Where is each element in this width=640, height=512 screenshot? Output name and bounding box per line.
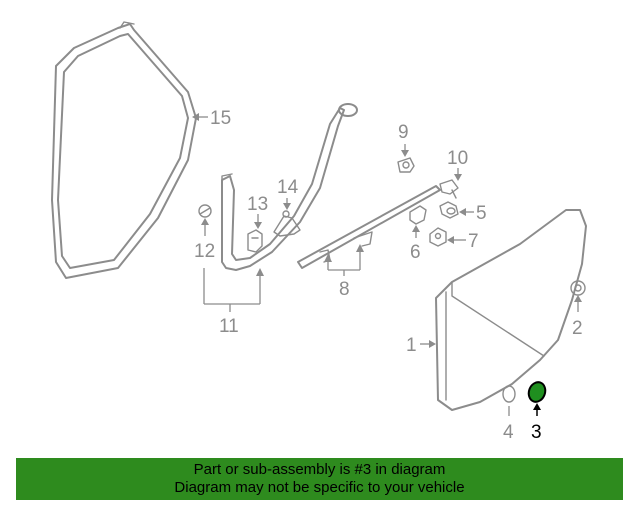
callout-13[interactable]: 13 [247,194,268,215]
clip-part-13 [247,229,263,253]
bolt-part-10 [439,179,459,199]
info-banner: Part or sub-assembly is #3 in diagram Di… [16,458,623,500]
clip-part-7 [429,227,447,247]
grommet-part-12 [198,204,212,218]
leader-8 [324,244,364,276]
leader-1 [420,340,436,348]
bracket-part-6 [409,205,427,225]
callout-7[interactable]: 7 [468,231,479,252]
leader-9 [401,144,409,157]
callout-9[interactable]: 9 [398,122,409,143]
callout-10[interactable]: 10 [447,148,468,169]
callout-15[interactable]: 15 [210,108,231,129]
leader-15 [192,113,208,121]
callout-4[interactable]: 4 [503,422,514,443]
leader-12 [201,218,209,236]
banner-line-1: Part or sub-assembly is #3 in diagram [193,461,446,478]
plug-part-4 [502,385,516,403]
callout-3[interactable]: 3 [531,422,542,443]
callout-11[interactable]: 11 [219,316,239,337]
callout-14[interactable]: 14 [277,177,299,198]
leader-3 [533,403,541,416]
callout-8[interactable]: 8 [339,279,350,300]
leader-2 [574,295,582,312]
callout-2[interactable]: 2 [572,318,583,339]
leader-11 [203,268,264,312]
leader-6 [412,225,420,238]
banner-line-2: Diagram may not be specific to your vehi… [174,479,465,496]
plug-part-3-highlighted[interactable] [526,380,548,404]
leader-5 [459,208,474,216]
callout-1[interactable]: 1 [406,335,417,356]
leader-14 [283,198,291,210]
leader-7 [447,236,466,244]
door-shell-part-1 [435,209,587,411]
callout-6[interactable]: 6 [410,242,421,263]
stop-part-5 [439,201,459,219]
clip-part-9 [397,157,415,173]
leader-10 [454,168,462,181]
callout-12[interactable]: 12 [194,241,215,262]
callout-5[interactable]: 5 [476,203,487,224]
leader-13 [254,214,262,229]
opening-trim-part-11 [221,103,358,271]
clip-part-14 [273,210,301,237]
weatherstrip-part-15 [51,21,197,279]
plug-part-2 [570,280,586,296]
